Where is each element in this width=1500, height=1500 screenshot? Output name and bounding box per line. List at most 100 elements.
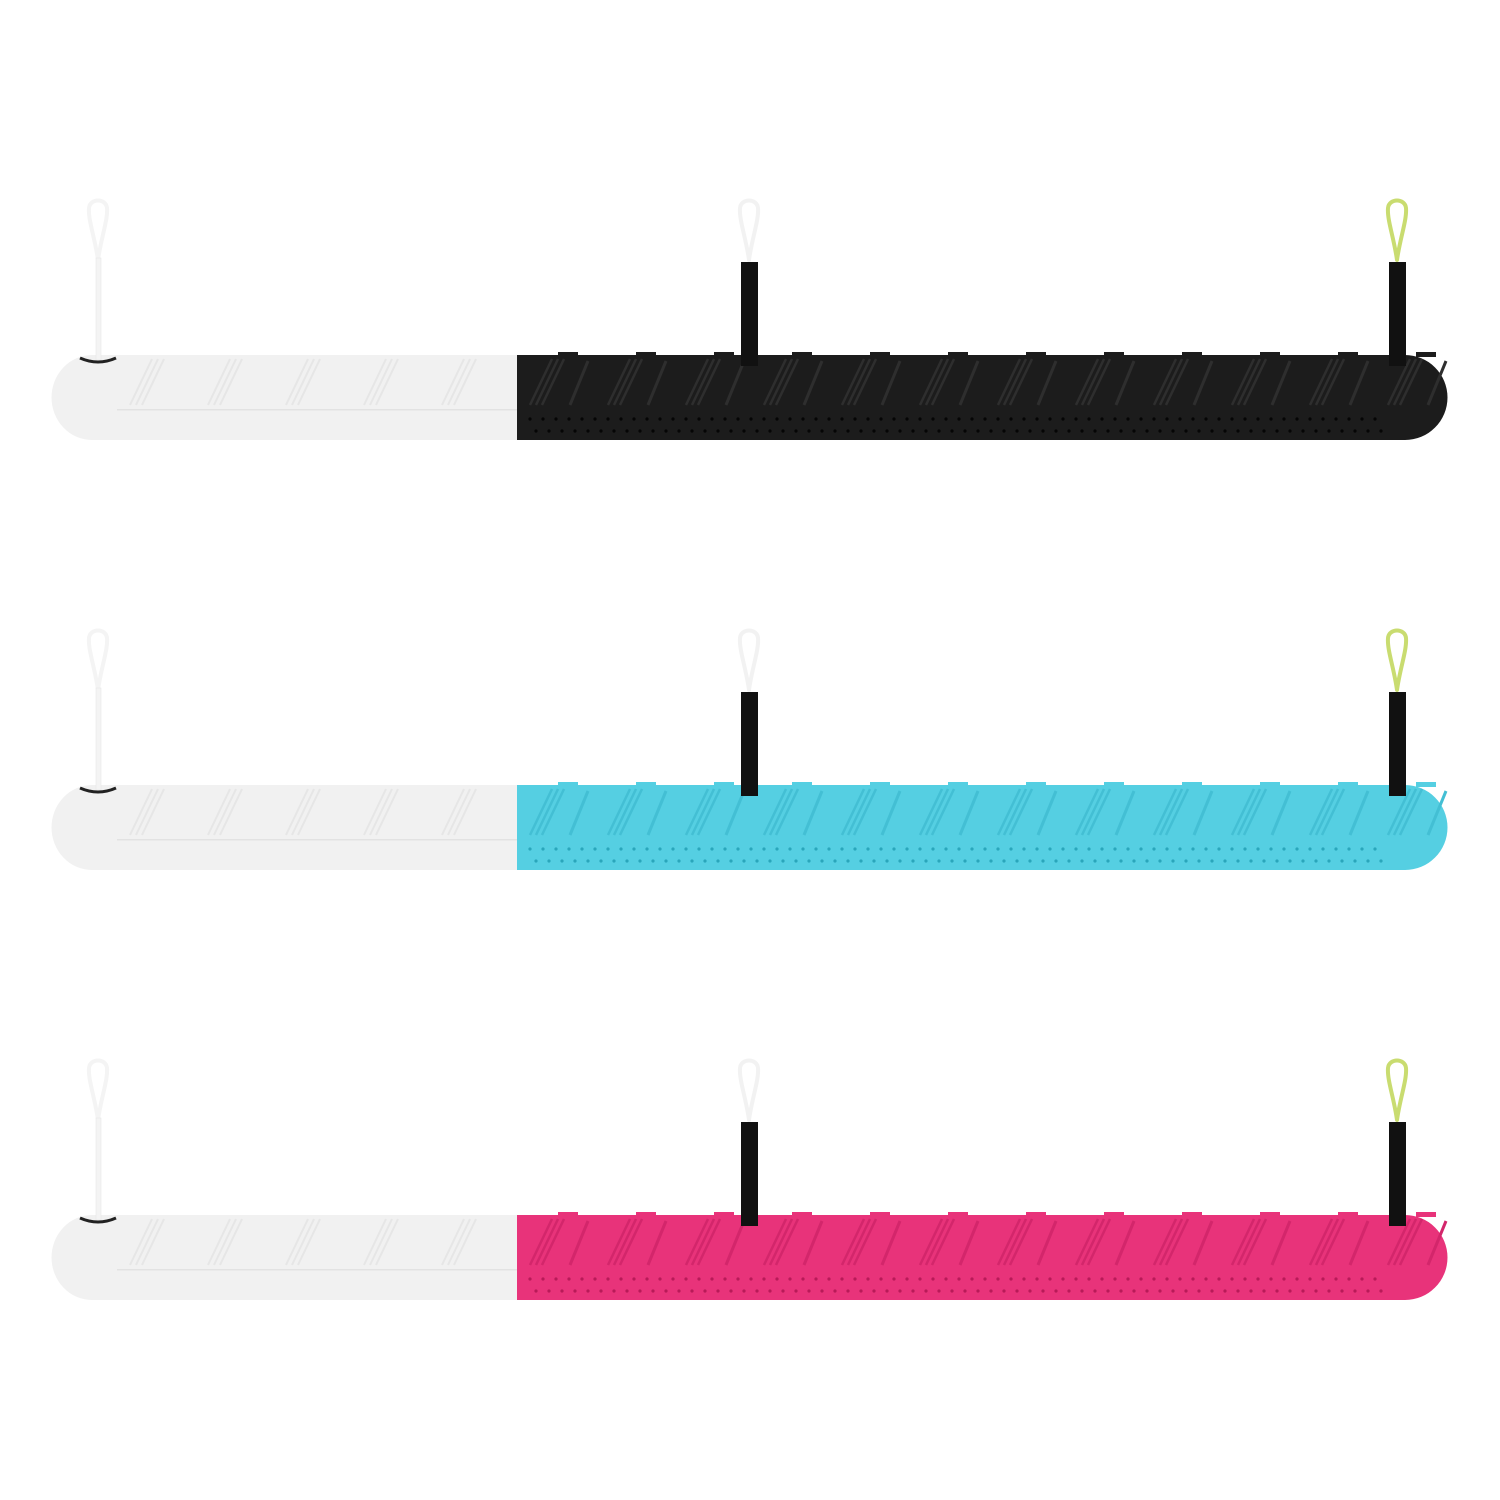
grip-ridge (568, 360, 590, 406)
grip-ridge (684, 1218, 710, 1266)
grip-ridge (1152, 1218, 1178, 1266)
grip-ridge (369, 358, 393, 406)
grip-dot (905, 1277, 909, 1281)
right-tube (1389, 1122, 1406, 1226)
grip-ridge (1348, 360, 1370, 406)
grip-dot (950, 1289, 954, 1293)
grip-dot (1126, 417, 1130, 421)
grip-dot (1093, 859, 1097, 863)
grip-dot (664, 1289, 668, 1293)
grip-ridge (690, 1218, 716, 1266)
grip-ridge (1002, 358, 1028, 406)
grip-dot (794, 1289, 798, 1293)
grip-ridge (840, 788, 866, 836)
grip-dot (833, 1289, 837, 1293)
right-tube (1389, 262, 1406, 366)
grip-dot (580, 417, 584, 421)
grip-dot (1347, 847, 1351, 851)
grip-dot (742, 429, 746, 433)
grip-dot (1282, 847, 1286, 851)
grip-ridge (1086, 1218, 1112, 1266)
grip-ridge-bump (1338, 352, 1358, 357)
grip-dot (1366, 429, 1370, 433)
grip-dot (1321, 1277, 1325, 1281)
grip-ridge (612, 358, 638, 406)
grip-dot (1126, 1277, 1130, 1281)
grip-dot (736, 1277, 740, 1281)
grip-dot (957, 1277, 961, 1281)
grip-dot (547, 859, 551, 863)
grip-ridge (1348, 790, 1370, 836)
grip-dot (1340, 859, 1344, 863)
grip-dot (801, 1277, 805, 1281)
grip-dot (879, 417, 883, 421)
grip-dot (1048, 1277, 1052, 1281)
grip-ridge (646, 1220, 668, 1266)
grip-ridge (1314, 1218, 1340, 1266)
grip-dot (931, 847, 935, 851)
grip-dot (1243, 847, 1247, 851)
grip-ridge (1236, 788, 1262, 836)
grip-dot (560, 1289, 564, 1293)
grip-dot (950, 859, 954, 863)
grip-dot (775, 417, 779, 421)
grip-dot (619, 1277, 623, 1281)
grip-dot (1041, 859, 1045, 863)
grip-ridge (880, 360, 902, 406)
grip-ridge (441, 358, 465, 406)
grip-ridge (1270, 360, 1292, 406)
grip-dot (1327, 429, 1331, 433)
grip-dot (1035, 1277, 1039, 1281)
grip-dot (1249, 1289, 1253, 1293)
grip-dot (1301, 1289, 1305, 1293)
grip-dot (892, 1277, 896, 1281)
grip-dot (1327, 1289, 1331, 1293)
grip-colored-section (517, 785, 1448, 870)
grip-ridge (1348, 1220, 1370, 1266)
grip-ridge (618, 1218, 644, 1266)
grip-ridge (1080, 1218, 1106, 1266)
grip-dot (879, 1277, 883, 1281)
grip-dot (547, 1289, 551, 1293)
grip-dot (1373, 417, 1377, 421)
grip-dot (788, 1277, 792, 1281)
grip-dot (794, 859, 798, 863)
grip-ridge-bump (714, 352, 734, 357)
left-string (95, 257, 102, 361)
left-loop (86, 628, 110, 692)
left-notch (79, 786, 117, 794)
grip-dot (625, 859, 629, 863)
grip-dot (866, 847, 870, 851)
grip-ridge (618, 358, 644, 406)
grip-dot (775, 847, 779, 851)
grip-dot (1080, 1289, 1084, 1293)
grip-ridge (135, 1218, 159, 1266)
grip-dot (1295, 417, 1299, 421)
grip-ridge (802, 790, 824, 836)
grip-dot (1113, 847, 1117, 851)
grip-ridge (297, 788, 321, 836)
grip-dot (606, 417, 610, 421)
grip-dot (976, 429, 980, 433)
grip-dot (1171, 859, 1175, 863)
grip-dot (593, 1277, 597, 1281)
grip-ridge (1114, 360, 1136, 406)
grip-ridge (1230, 1218, 1256, 1266)
grip-dot (677, 859, 681, 863)
grip-dot (898, 1289, 902, 1293)
grip-dot (638, 859, 642, 863)
grip-ridge-bump (1260, 782, 1280, 787)
grip-dot (658, 847, 662, 851)
grip-ridge (690, 358, 716, 406)
grip-ridge (1320, 358, 1346, 406)
grip-ridge (540, 358, 566, 406)
grip-dot (976, 859, 980, 863)
grip-dot (1223, 1289, 1227, 1293)
grip-dot (749, 847, 753, 851)
grip-dot (1191, 1277, 1195, 1281)
grip-ridge (996, 358, 1022, 406)
grip-dot (671, 417, 675, 421)
grip-pink (51, 1058, 1448, 1300)
grip-dot (827, 1277, 831, 1281)
grip-dot (1347, 1277, 1351, 1281)
